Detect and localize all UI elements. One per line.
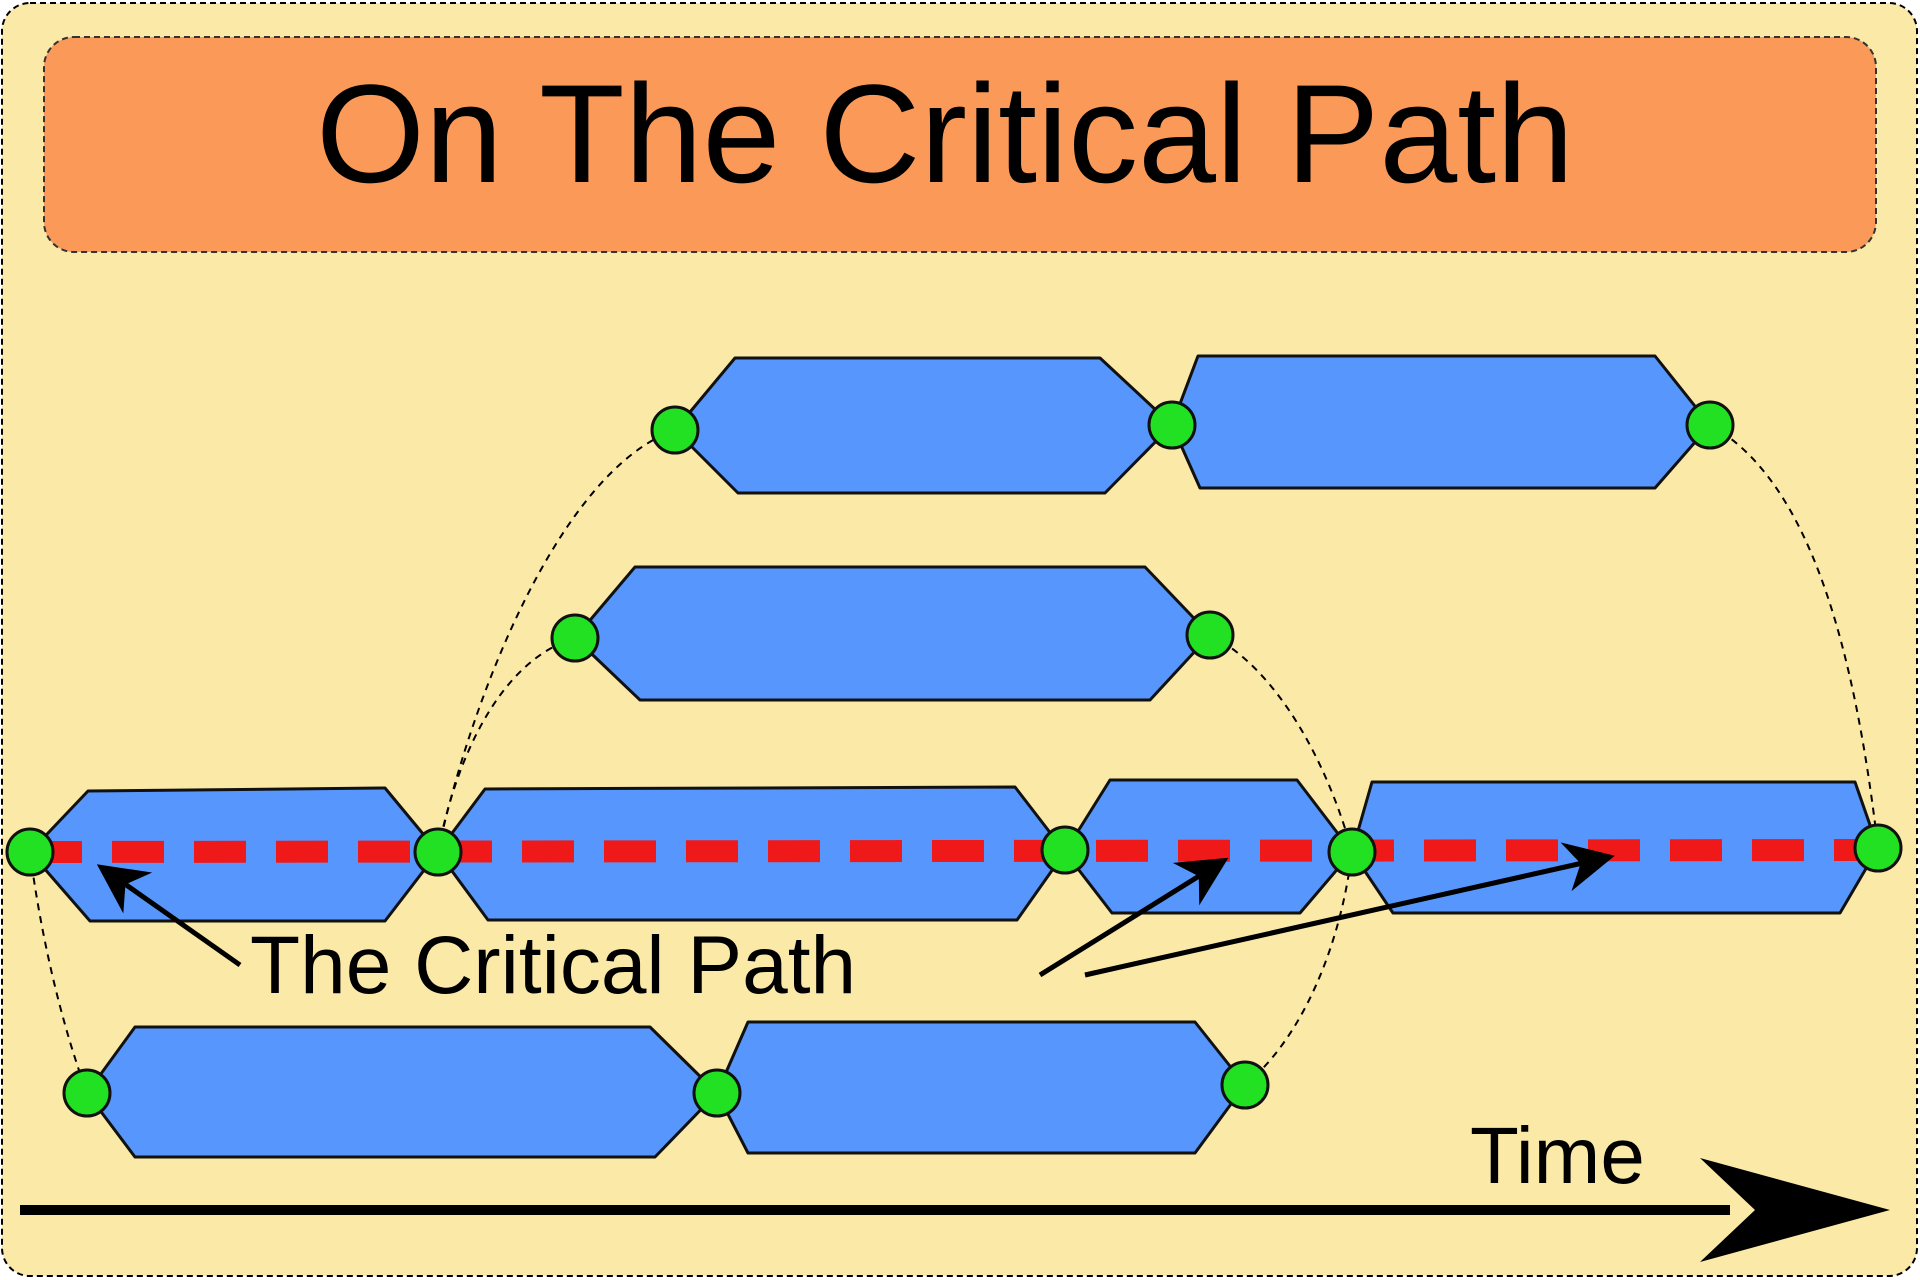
task-bar [673,356,1174,495]
milestone-node [650,405,700,455]
milestone-node [550,613,600,663]
critical-path-line [29,839,1879,863]
milestone-node [62,1068,112,1118]
milestone-node [413,827,463,877]
dependency-link [1709,424,1879,849]
critical-path-label: The Critical Path [250,920,856,1011]
page-title: On The Critical Path [316,55,1574,212]
milestone-node [1040,825,1090,875]
callout-arrow [1084,842,1615,978]
milestone-node [1185,610,1235,660]
callout-arrow [1038,857,1229,978]
milestone-node [692,1068,742,1118]
milestone-node [1327,827,1377,877]
dependency-links [29,424,1879,1094]
dependency-link [437,637,576,853]
dependency-link [1244,851,1353,1086]
time-axis-arrowhead [1700,1158,1890,1262]
milestone-node [5,827,55,877]
title-banner [43,36,1877,253]
task-bar [573,565,1212,702]
milestone-node [1685,400,1735,450]
dependency-link [29,851,88,1094]
task-bar [715,1020,1247,1155]
callout-arrows [96,842,1615,978]
milestone-node [1853,823,1903,873]
milestone-node [1220,1060,1270,1110]
time-label: Time [1470,1111,1645,1200]
milestone-node [1147,400,1197,450]
milestones [5,400,1903,1118]
task-bar [1170,354,1712,490]
callout-arrow [96,864,242,968]
dependency-link [1209,634,1353,853]
task-bar [85,1025,719,1159]
